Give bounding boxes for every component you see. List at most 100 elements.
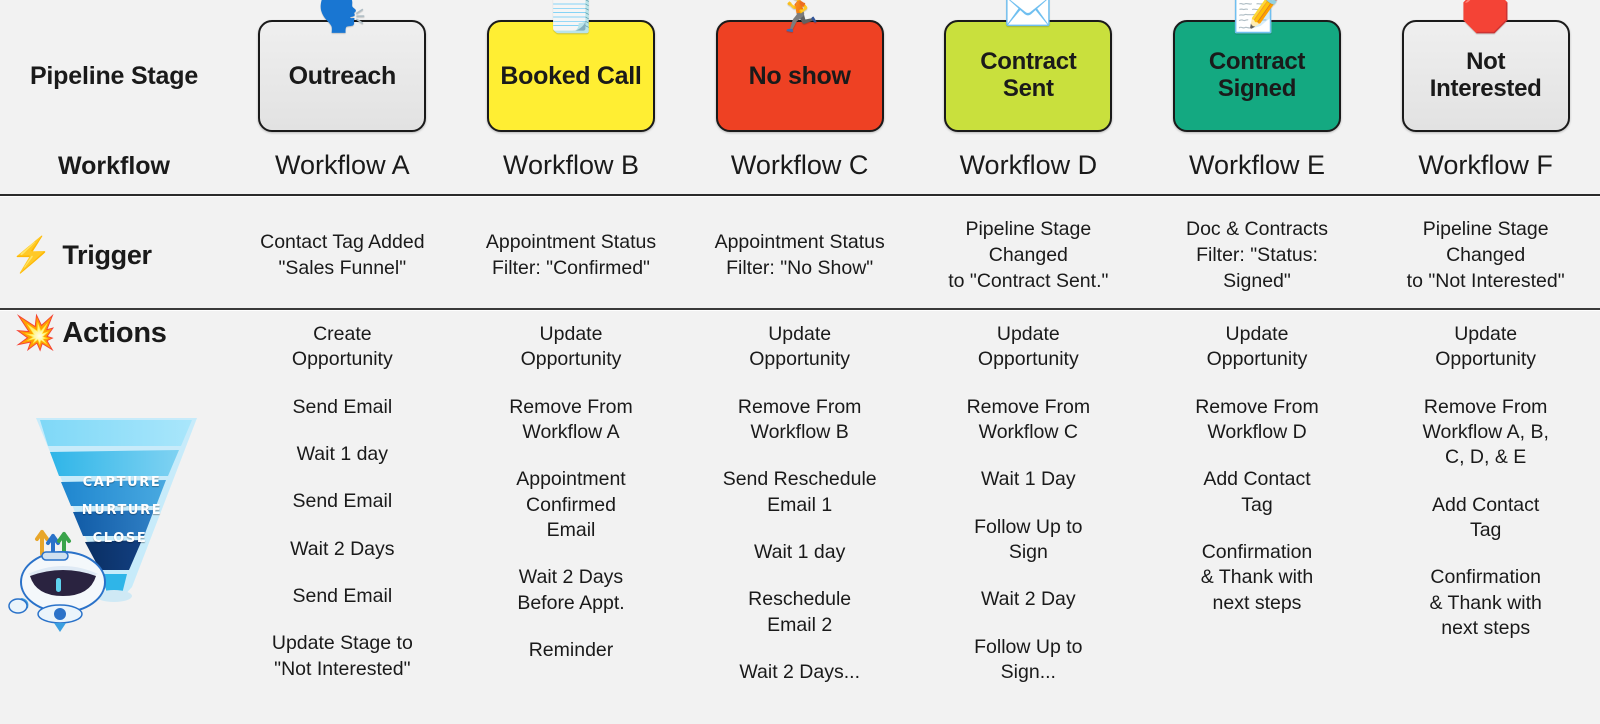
trigger-line: Signed" [1223,270,1291,293]
action-step-line: Workflow C [978,421,1078,444]
action-step-line: Confirmation [1430,566,1541,589]
lightning-bolt-icon: ⚡ [10,236,53,274]
actions-row-label-text: Actions [62,316,167,349]
memo-pencil-icon: 📝 [1232,0,1282,34]
stage-cell-4: 📝 Contract Signed [1143,0,1372,152]
workflow-name-a: Workflow A [275,150,410,180]
action-step: Follow Up to Sign... [924,635,1133,686]
action-step-line: Workflow D [1207,421,1307,444]
stage-card-label: Outreach [288,62,397,90]
action-step-line: Sign... [1000,661,1056,684]
stage-card-booked-call[interactable]: 🗒️ Booked Call [486,0,655,132]
action-step-line: Reminder [528,639,614,662]
action-step-line: "Not Interested" [274,657,411,680]
trigger-line: Pipeline Stage Changed [1422,217,1549,266]
trigger-cell-d: Pipeline Stage Changed to "Contract Sent.… [914,216,1143,294]
stage-cell-1: 🗒️ Booked Call [457,0,686,152]
workflow-name-f: Workflow F [1418,150,1553,180]
action-step-line: Workflow A [522,421,620,444]
action-step: Wait 1 day [238,442,447,467]
action-step-line: Email 2 [767,613,833,636]
trigger-row: ⚡ Trigger Contact Tag Added"Sales Funnel… [0,196,1600,308]
pipeline-stage-row-label: Pipeline Stage [29,61,199,90]
action-step-line: Update [1454,323,1518,345]
action-step-line: & Thank with [1429,591,1542,614]
action-step: Wait 2 Days [238,537,447,562]
action-step-line: Send Reschedule [722,468,877,491]
action-step: Send Email [238,395,447,420]
action-step-line: Remove From [1423,395,1548,418]
stage-card-contract-sent[interactable]: ✉️ Contract Sent [944,0,1113,132]
action-step: Wait 2 Day [924,587,1133,612]
trigger-line: Appointment Status [714,230,885,253]
actions-row: 💥 Actions [0,310,1600,710]
funnel-stage-capture: CAPTURE [82,475,162,490]
stage-card-label: No show [748,62,851,90]
action-step-line: Update [539,323,603,345]
action-step-line: next steps [1441,617,1531,640]
trigger-row-label: ⚡ Trigger [0,238,228,272]
trigger-line: Filter: "Confirmed" [492,257,650,279]
trigger-line: "Sales Funnel" [278,257,407,279]
trigger-line: Appointment Status [485,230,657,253]
action-step-line: Tag [1241,493,1273,516]
action-step-line: Create [313,323,372,345]
action-step: Reminder [467,638,676,663]
action-step-line: Opportunity [291,348,393,371]
action-step-line: Update [768,323,832,345]
action-step-line: & Thank with [1200,566,1314,589]
action-step-line: Update [1225,323,1289,345]
action-step: Wait 1 day [695,540,904,565]
stage-card-not-interested[interactable]: 🛑 Not Interested [1401,0,1570,132]
trigger-cell-a: Contact Tag Added"Sales Funnel" [228,229,457,281]
funnel-graphic [36,418,197,602]
action-step-line: C, D, & E [1445,446,1527,469]
stage-cell-5: 🛑 Not Interested [1371,0,1600,152]
stage-cell-0: 🗣️ Outreach [228,0,457,152]
action-step-line: Before Appt. [517,591,625,614]
divider-bottom [0,308,1600,310]
action-step-line: Update [996,323,1060,345]
action-step-line: Send Email [292,490,393,513]
workflow-name-e: Workflow E [1188,150,1325,180]
action-step-line: Email [546,519,596,542]
trigger-line: Doc & Contracts [1186,217,1328,240]
action-step-line: Email 1 [767,493,833,516]
action-step-line: Follow Up to [974,635,1083,658]
stage-card-contract-signed[interactable]: 📝 Contract Signed [1172,0,1341,132]
action-step-line: Confirmed [526,493,616,516]
stage-card-no-show[interactable]: 🏃 No show [715,0,884,132]
trigger-line: Filter: "Status: [1196,243,1318,266]
collision-burst-icon: 💥 [14,314,57,352]
action-step-line: Opportunity [1206,348,1308,371]
workflow-name-c: Workflow C [730,150,869,180]
trigger-line: Pipeline Stage Changed [965,217,1092,266]
action-step-line: Opportunity [749,348,851,371]
action-step-line: Workflow B [750,421,849,444]
stage-cell-2: 🏃 No show [685,0,914,152]
actions-row-label: 💥 Actions [0,316,228,350]
action-step-line: Remove From [966,395,1091,418]
trigger-line: to "Contract Sent." [948,270,1109,293]
divider-top [0,194,1600,196]
action-step-line: Confirmation [1201,541,1313,564]
stage-card-outreach[interactable]: 🗣️ Outreach [258,0,427,132]
action-step: Wait 2 Days... [695,660,904,685]
action-step-line: Send Email [292,395,393,418]
